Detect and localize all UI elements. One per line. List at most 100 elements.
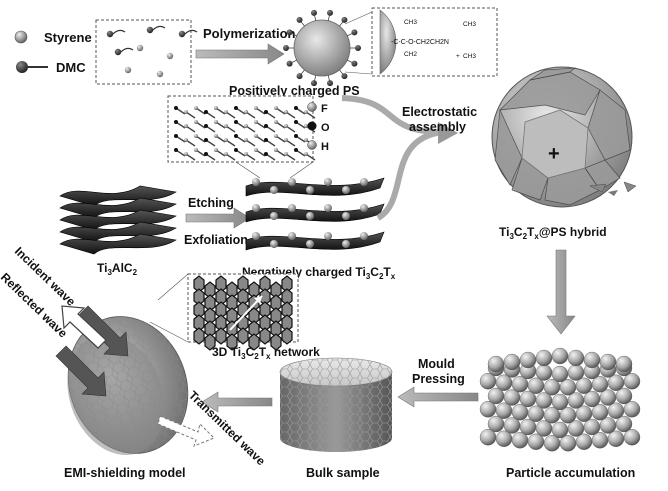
adsorbed-group	[360, 232, 368, 240]
zoom-line-left	[235, 161, 261, 179]
adsorbed-group	[270, 240, 278, 248]
chem-ch3-bottom: CH3	[463, 53, 476, 60]
network-inset: 3D Ti3C2Tx network	[149, 273, 320, 361]
network-cell	[204, 307, 216, 325]
mxene-flake	[587, 89, 631, 161]
lattice-atom	[294, 134, 298, 138]
monomer-bead	[178, 30, 186, 38]
lattice-atom	[284, 110, 288, 114]
network-cell	[193, 301, 205, 319]
etching-arrow: Etching Exfoliation	[184, 196, 251, 247]
network-cell	[204, 281, 216, 299]
network-cell	[259, 301, 271, 319]
network-cell	[248, 320, 260, 338]
packed-particle	[503, 353, 521, 371]
adsorbed-group	[270, 186, 278, 194]
network-cell	[237, 275, 249, 293]
adsorbed-group	[324, 232, 332, 240]
network-cell	[204, 320, 216, 338]
max-layer	[59, 197, 177, 219]
lattice-atom	[204, 138, 208, 142]
hydrogen-icon	[307, 140, 317, 150]
lattice-atom	[224, 138, 228, 142]
packed-particle	[535, 364, 553, 381]
adsorbed-group	[324, 178, 332, 186]
network-cell	[270, 281, 282, 299]
monomer-tail	[152, 25, 166, 31]
electrostatic-assembly-arrow: Electrostatic assembly	[341, 95, 477, 221]
lattice-atom	[184, 138, 188, 142]
network-cell	[281, 327, 293, 345]
network-cell	[193, 288, 205, 306]
lattice-atom	[194, 106, 198, 110]
network-cell	[204, 333, 216, 351]
lattice-atom	[184, 152, 188, 156]
network-cell	[237, 288, 249, 306]
bulk-sample-label: Bulk sample	[306, 466, 380, 480]
mxene-structure-inset	[167, 95, 316, 163]
max-phase-stack: Ti3AlC2	[59, 185, 177, 277]
lattice-atom	[294, 106, 298, 110]
lattice-atom	[264, 110, 268, 114]
ps-chain	[339, 19, 345, 27]
lattice-atom	[294, 120, 298, 124]
network-cell	[259, 327, 271, 345]
network-cell	[281, 288, 293, 306]
exfoliation-label: Exfoliation	[184, 233, 248, 247]
ps-chain	[347, 59, 355, 64]
lattice-atom	[204, 110, 208, 114]
chem-ch2: CH2	[404, 51, 417, 58]
ps-chain	[327, 12, 331, 21]
packed-particle	[519, 351, 537, 369]
lattice-atom	[184, 124, 188, 128]
particle-accumulation: Particle accumulation	[479, 347, 641, 480]
lattice-atom	[174, 148, 178, 152]
max-layer	[59, 233, 177, 255]
adsorbed-group	[342, 186, 350, 194]
ps-chain	[299, 19, 305, 27]
hybrid-label: Ti3C2Tx@PS hybrid	[499, 225, 607, 241]
element-legend: F O H	[307, 102, 330, 153]
lattice-atom	[284, 152, 288, 156]
styrene-legend: Styrene	[14, 30, 92, 45]
packed-particle	[599, 353, 617, 371]
oxygen-label: O	[321, 122, 330, 134]
max-layer	[59, 221, 177, 243]
packed-particle	[487, 355, 505, 373]
network-cell	[193, 275, 205, 293]
ps-chain	[327, 75, 331, 84]
electrostatic-label-line1: Electrostatic	[402, 105, 477, 119]
lattice-atom	[254, 134, 258, 138]
network-cell	[215, 288, 227, 306]
network-cell	[204, 294, 216, 312]
adsorbed-group	[288, 178, 296, 186]
network-cell	[193, 327, 205, 345]
dmc-legend: DMC	[16, 60, 86, 75]
packed-particle	[583, 351, 601, 369]
monomer-tail	[120, 47, 134, 53]
lattice-atom	[194, 134, 198, 138]
network-cell	[237, 327, 249, 345]
mxene-flake	[494, 108, 523, 186]
lattice-atom	[224, 124, 228, 128]
packed-particle	[551, 421, 569, 439]
lattice-atom	[274, 106, 278, 110]
lattice-atom	[204, 152, 208, 156]
lattice-atom	[244, 152, 248, 156]
electrostatic-label-line2: assembly	[409, 120, 466, 134]
lattice-atom	[294, 148, 298, 152]
polymerization-arrow: Polymerization	[195, 26, 296, 65]
hydrogen-label: H	[321, 141, 329, 153]
monomer-bead	[106, 30, 114, 38]
adsorbed-group	[306, 212, 314, 220]
etching-label: Etching	[188, 196, 234, 210]
lattice-atom	[174, 134, 178, 138]
ps-chain	[289, 59, 297, 64]
lattice-atom	[194, 148, 198, 152]
network-cell	[226, 281, 238, 299]
zoom-line-right	[289, 161, 314, 179]
adsorbed-group	[288, 204, 296, 212]
network-cell	[270, 294, 282, 312]
mxene-nanosheets: Negatively charged Ti3C2Tx	[242, 177, 396, 281]
